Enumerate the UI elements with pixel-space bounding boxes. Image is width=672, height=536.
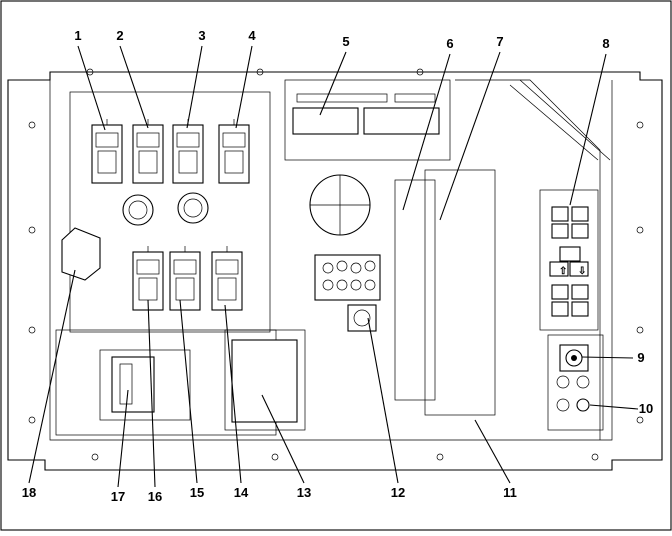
gear-cutout: [309, 174, 371, 236]
relay-bank-top: [91, 119, 250, 184]
callout-label-2: 2: [116, 28, 123, 43]
screw-hole: [636, 416, 644, 424]
relay-top-2: [132, 119, 164, 184]
screw-hole: [271, 453, 279, 461]
screw-hole: [636, 226, 644, 234]
callout-label-4: 4: [248, 28, 256, 43]
screw-hole: [28, 416, 36, 424]
leader-line-4: [235, 45, 253, 129]
leader-line-12: [367, 317, 399, 484]
relay-top-4: [218, 119, 250, 184]
relay-bottom-2: [169, 246, 201, 311]
leader-line-15: [179, 299, 198, 484]
relay-top-3: [172, 119, 204, 184]
lower-center-module: [231, 339, 298, 423]
callout-label-8: 8: [602, 36, 609, 51]
leader-line-2: [119, 45, 149, 129]
connector-cluster: [314, 254, 381, 301]
callout-leaders: [28, 45, 639, 488]
screw-hole: [416, 68, 424, 76]
callout-label-3: 3: [198, 28, 205, 43]
callout-label-9: 9: [637, 350, 644, 365]
lower-left-module: [111, 356, 155, 413]
circuit-breakers: [122, 192, 209, 226]
screw-hole: [436, 453, 444, 461]
callout-label-1: 1: [74, 28, 81, 43]
diagnostic-connector: [347, 304, 377, 332]
screw-hole: [28, 326, 36, 334]
leader-line-1: [77, 45, 106, 131]
callout-label-10: 10: [639, 401, 653, 416]
leader-line-16: [147, 299, 156, 488]
fuse-block: [61, 227, 101, 281]
screw-hole: [256, 68, 264, 76]
screw-hole: [91, 453, 99, 461]
callout-label-18: 18: [22, 485, 36, 500]
key-switch-and-buttons: [556, 344, 590, 412]
callout-label-6: 6: [446, 36, 453, 51]
relay-top-1: [91, 119, 123, 184]
leader-line-6: [402, 53, 451, 211]
screw-hole: [28, 121, 36, 129]
screw-hole: [28, 226, 36, 234]
callout-label-11: 11: [503, 485, 517, 500]
callout-label-15: 15: [190, 485, 204, 500]
callout-label-5: 5: [342, 34, 349, 49]
callout-label-14: 14: [234, 485, 249, 500]
mounting-holes: [28, 68, 644, 461]
relay-bank-bottom: [132, 246, 243, 311]
leader-line-5: [319, 51, 347, 116]
callout-label-17: 17: [111, 489, 125, 504]
leader-line-7: [439, 51, 501, 221]
leader-line-10: [589, 404, 639, 410]
screw-hole: [636, 121, 644, 129]
callout-label-12: 12: [391, 485, 405, 500]
control-module-block: [292, 93, 440, 135]
leader-line-14: [224, 304, 242, 484]
leader-line-11: [474, 419, 511, 484]
svg-text:⇩: ⇩: [578, 266, 586, 277]
leader-line-3: [186, 45, 203, 129]
leader-line-17: [117, 389, 129, 488]
switch-panel: ⇧⇩: [549, 206, 589, 317]
svg-text:⇧: ⇧: [559, 266, 567, 277]
leader-line-8: [569, 53, 607, 206]
callout-label-13: 13: [297, 485, 311, 500]
relay-bottom-3: [211, 246, 243, 311]
screw-hole: [636, 326, 644, 334]
leader-line-13: [261, 394, 305, 484]
callout-label-7: 7: [496, 34, 503, 49]
screw-hole: [591, 453, 599, 461]
leader-line-18: [28, 269, 76, 484]
screw-hole: [86, 68, 94, 76]
callout-label-16: 16: [148, 489, 162, 504]
leader-line-9: [581, 356, 634, 359]
